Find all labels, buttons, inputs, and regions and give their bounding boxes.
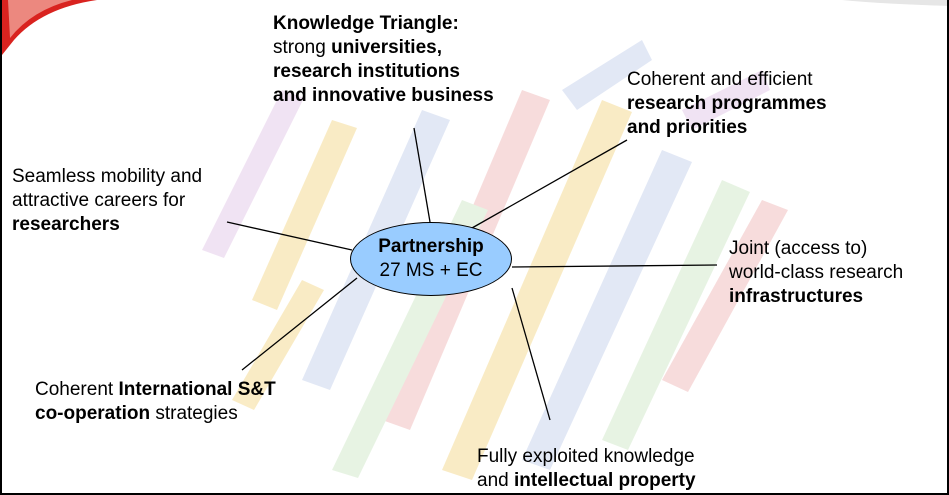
node-infrastructures: Joint (access to) world-class research i… <box>729 237 903 309</box>
int-line2-plain: strategies <box>150 403 238 424</box>
inf-line3: infrastructures <box>729 286 864 307</box>
res-line3: researchers <box>12 214 120 235</box>
inf-line2: world-class research <box>729 262 904 283</box>
ip-line2-plain: and <box>477 470 514 491</box>
kt-line4: and innovative business <box>273 85 494 106</box>
ip-line2-bold: intellectual property <box>513 470 696 491</box>
kt-line3: research institutions <box>273 61 460 82</box>
kt-line1: Knowledge Triangle: <box>273 13 459 34</box>
link-infrastructures <box>511 264 718 268</box>
rp-line1: Coherent and efficient <box>627 69 813 90</box>
link-knowledge-ip <box>511 287 551 421</box>
ip-line1: Fully exploited knowledge <box>477 446 695 467</box>
rp-line3: and priorities <box>627 117 748 138</box>
hub-title: Partnership <box>378 236 484 257</box>
inf-line1: Joint (access to) <box>729 238 868 259</box>
node-international: Coherent International S&T co-operation … <box>35 378 276 426</box>
int-line1-plain: Coherent <box>35 379 119 400</box>
int-line1-bold: International S&T <box>118 379 276 400</box>
node-knowledge-ip: Fully exploited knowledge and intellectu… <box>477 445 696 493</box>
hub-subtitle: 27 MS + EC <box>379 260 483 281</box>
link-knowledge-triangle <box>413 127 431 223</box>
node-researchers: Seamless mobility and attractive careers… <box>12 165 202 237</box>
link-international <box>241 277 358 371</box>
node-knowledge-triangle: Knowledge Triangle: strong universities,… <box>273 12 494 108</box>
res-line1: Seamless mobility and <box>12 166 203 187</box>
link-research-programmes <box>471 139 628 229</box>
node-research-programmes: Coherent and efficient research programm… <box>627 68 827 140</box>
rp-line2: research programmes <box>627 93 827 114</box>
partnership-hub: Partnership 27 MS + EC <box>350 222 512 296</box>
kt-line2-bold: universities, <box>331 37 442 58</box>
res-line2: attractive careers for <box>12 190 186 211</box>
link-researchers <box>226 221 353 251</box>
kt-line2-plain: strong <box>273 37 332 58</box>
int-line2-bold: co-operation <box>35 403 151 424</box>
